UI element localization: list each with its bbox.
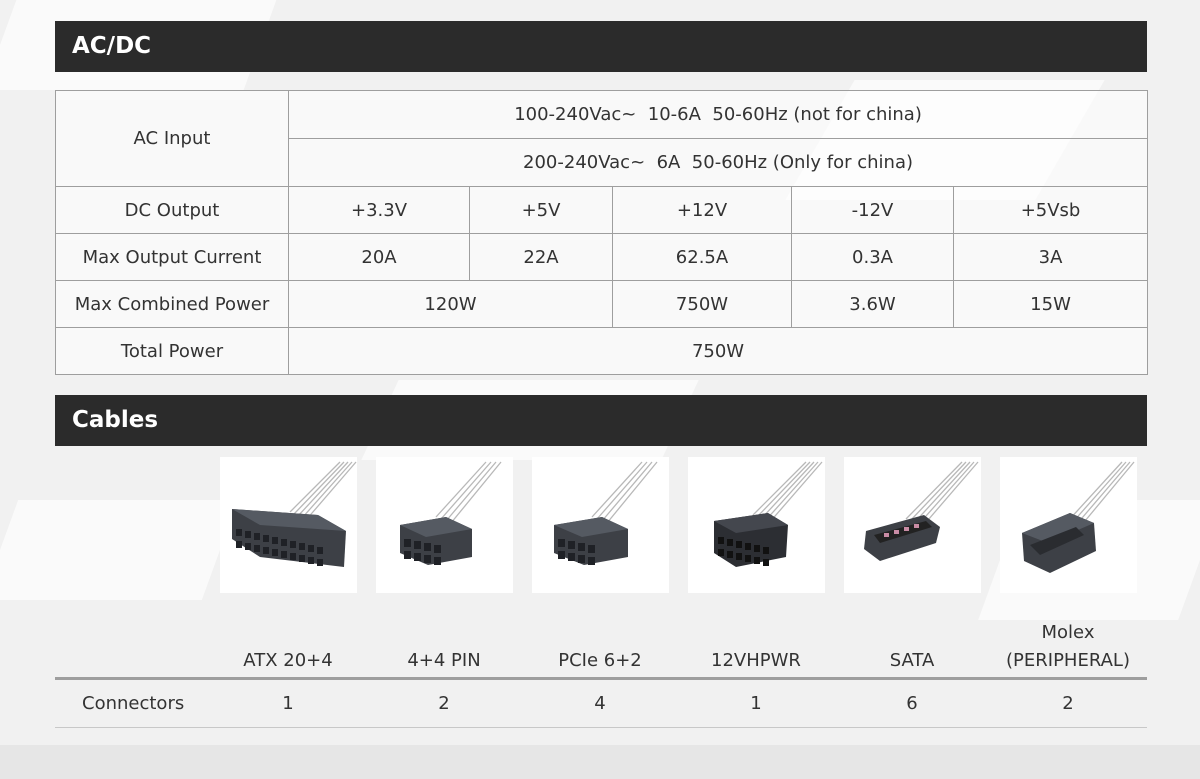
ac-input-label: AC Input [55, 90, 289, 187]
dc-output-cell: -12V [791, 186, 954, 234]
connector-count: 2 [1062, 693, 1074, 714]
cables-header-divider [55, 677, 1147, 680]
cable-name-sata: SATA [889, 650, 935, 671]
table-row: Total Power 750W [55, 327, 1149, 375]
ac-input-value-2: 200-240Vac~ 6A 50-60Hz (Only for china) [287, 138, 1149, 187]
total-power-value: 750W [287, 327, 1149, 375]
cable-name-molex: Molex (PERIPHERAL) [988, 619, 1148, 675]
pcie-connector-icon [532, 457, 669, 593]
12vhpwr-connector-icon [688, 457, 825, 593]
max-combined-cell: 3.6W [791, 280, 954, 328]
connectors-divider [55, 727, 1147, 728]
connector-count: 1 [750, 693, 762, 714]
max-current-label: Max Output Current [55, 233, 289, 281]
table-row: DC Output +3.3V +5V +12V -12V +5Vsb [55, 186, 1149, 234]
cable-name-atx: ATX 20+4 [243, 650, 333, 671]
ac-input-value-1: 100-240Vac~ 10-6A 50-60Hz (not for china… [287, 90, 1149, 139]
cables-section-title: Cables [72, 407, 159, 433]
cable-name-4plus4: 4+4 PIN [407, 650, 481, 671]
max-current-cell: 0.3A [791, 233, 954, 281]
dc-output-label: DC Output [55, 186, 289, 234]
max-combined-cell: 750W [612, 280, 792, 328]
dc-output-cell: +5Vsb [952, 186, 1149, 234]
table-row: Max Output Current 20A 22A 62.5A 0.3A 3A [55, 233, 1149, 281]
max-combined-label: Max Combined Power [55, 280, 289, 328]
connector-count: 2 [438, 693, 450, 714]
acdc-section-header: AC/DC [55, 21, 1147, 72]
cable-name-molex-line2: (PERIPHERAL) [1006, 650, 1130, 671]
atx-connector-icon [220, 457, 357, 593]
max-current-cell: 62.5A [612, 233, 792, 281]
sata-connector-icon [844, 457, 981, 593]
max-combined-cell: 15W [952, 280, 1149, 328]
table-row: AC Input 100-240Vac~ 10-6A 50-60Hz (not … [55, 90, 1149, 187]
table-row: Max Combined Power 120W 750W 3.6W 15W [55, 280, 1149, 328]
connectors-row: Connectors 1 2 4 1 6 2 [0, 680, 1200, 727]
table-row: 200-240Vac~ 6A 50-60Hz (Only for china) [56, 138, 1149, 187]
cable-name-12vhpwr: 12VHPWR [711, 650, 801, 671]
acdc-section-title: AC/DC [72, 33, 152, 59]
cable-names: ATX 20+4 4+4 PIN PCIe 6+2 12VHPWR SATA M… [0, 605, 1200, 675]
connector-count: 6 [906, 693, 918, 714]
max-current-cell: 22A [469, 233, 613, 281]
dc-output-cell: +5V [469, 186, 613, 234]
dc-output-cell: +12V [612, 186, 792, 234]
connector-count: 4 [594, 693, 606, 714]
total-power-label: Total Power [55, 327, 289, 375]
cable-name-pcie: PCIe 6+2 [558, 650, 642, 671]
cable-name-molex-line1: Molex [1041, 622, 1095, 643]
connectors-label: Connectors [82, 693, 185, 714]
connector-count: 1 [282, 693, 294, 714]
acdc-spec-table: AC Input 100-240Vac~ 10-6A 50-60Hz (not … [55, 90, 1149, 375]
eps-connector-icon [376, 457, 513, 593]
cables-section-header: Cables [55, 395, 1147, 446]
cable-images [0, 457, 1200, 593]
max-current-cell: 20A [288, 233, 470, 281]
max-current-cell: 3A [952, 233, 1149, 281]
dc-output-cell: +3.3V [288, 186, 470, 234]
max-combined-cell: 120W [288, 280, 613, 328]
molex-connector-icon [1000, 457, 1137, 593]
